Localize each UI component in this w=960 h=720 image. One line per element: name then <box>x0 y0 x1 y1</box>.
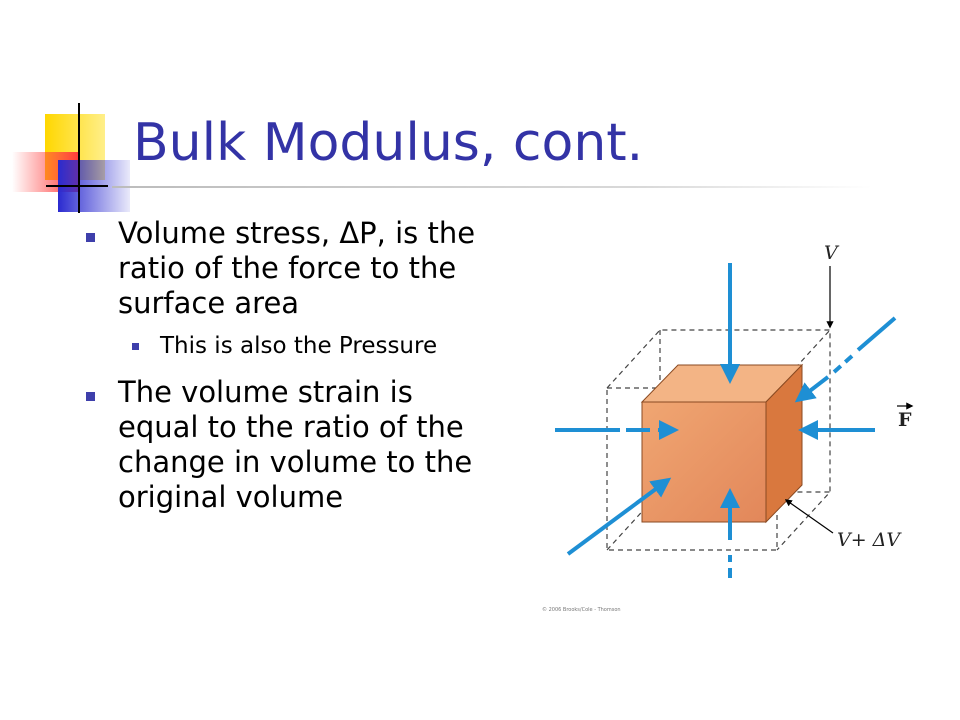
bullet-volume-strain: The volume strain is equal to the ratio … <box>84 375 484 515</box>
label-v-plus-delta-v: V+ ΔV <box>837 529 902 551</box>
bullet-marker-icon <box>86 233 95 242</box>
sub-bullet-pressure: This is also the Pressure <box>84 331 484 361</box>
figure-credit: © 2006 Brooks/Cole - Thomson <box>542 606 621 613</box>
bullet-text: The volume strain is equal to the ratio … <box>118 375 473 514</box>
bullet-marker-icon <box>86 392 95 401</box>
cube-diagram: V F V+ ΔV © 2006 Brooks/Cole - Thomson <box>542 242 914 613</box>
red-square <box>12 152 78 192</box>
force-arrows <box>555 263 897 578</box>
bullet-text: This is also the Pressure <box>160 333 438 359</box>
v-plus-pointer-arrow <box>784 499 834 534</box>
title-underline <box>112 186 872 188</box>
bullet-text: Volume stress, ΔP, is the ratio of the f… <box>118 216 476 320</box>
bullet-marker-icon <box>132 343 139 350</box>
orange-cube <box>640 363 804 524</box>
bullet-volume-stress: Volume stress, ΔP, is the ratio of the f… <box>84 216 484 321</box>
label-v: V <box>824 242 840 264</box>
label-f: F <box>898 409 912 431</box>
yellow-square <box>45 114 105 180</box>
bullet-list: Volume stress, ΔP, is the ratio of the f… <box>84 216 484 527</box>
slide-title: Bulk Modulus, cont. <box>133 113 644 173</box>
bulk-modulus-cube-figure: V F V+ ΔV © 2006 Brooks/Cole - Thomson <box>540 230 940 620</box>
